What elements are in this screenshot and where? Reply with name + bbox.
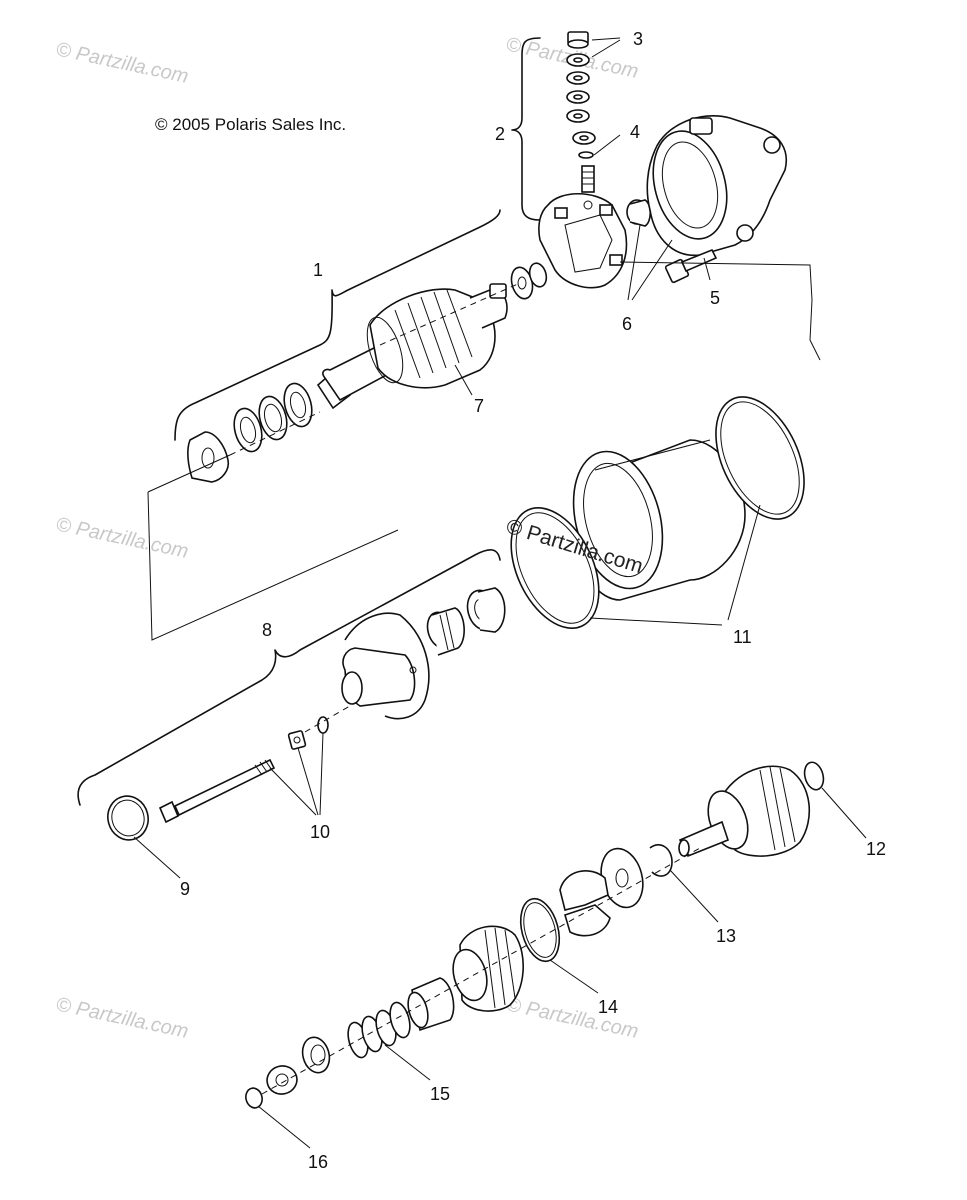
circlip	[245, 1087, 263, 1109]
assembly-outline	[147, 261, 821, 641]
callout-7: 7	[474, 396, 484, 416]
copyright-text: © 2005 Polaris Sales Inc.	[155, 115, 346, 134]
leader-lines	[133, 37, 867, 1149]
snap-ring	[649, 844, 673, 877]
callout-1: 1	[313, 260, 323, 280]
lock-plate	[187, 431, 230, 483]
armature-washers-bottom	[233, 382, 313, 453]
callout-2: 2	[495, 124, 505, 144]
pinion-sleeve	[407, 977, 455, 1032]
bushing	[626, 199, 652, 227]
armature	[316, 283, 508, 410]
callout-12: 12	[866, 839, 886, 859]
through-bolt-washer	[287, 730, 307, 750]
watermark: © Partzilla.com	[54, 513, 190, 563]
axis-line	[261, 847, 701, 1095]
ball-bearing	[466, 587, 506, 633]
callout-11: 11	[733, 627, 752, 647]
callout-13: 13	[716, 926, 736, 946]
callout-10: 10	[310, 822, 330, 842]
callout-3: 3	[633, 29, 643, 49]
needle-bearing	[426, 607, 465, 656]
pinion-gear-shaft	[678, 765, 811, 858]
front-cover	[341, 612, 430, 720]
stop-collar	[301, 1036, 331, 1074]
clutch-stopper	[559, 870, 611, 937]
watermark: © Partzilla.com	[54, 993, 190, 1043]
bracket-8	[77, 549, 501, 806]
callout-4: 4	[630, 122, 640, 142]
yoke-housing	[572, 439, 746, 601]
callout-16: 16	[308, 1152, 328, 1172]
pinion-spring	[347, 1001, 411, 1059]
rear-end-cover	[646, 115, 787, 257]
callout-8: 8	[262, 620, 272, 640]
o-ring-front	[510, 507, 600, 629]
callout-labels: 1 2 3 4 5 6 7 8 9 10 11 12 13 14 15 16	[180, 29, 886, 1172]
bracket-2	[511, 37, 541, 221]
callout-14: 14	[598, 997, 618, 1017]
callout-5: 5	[710, 288, 720, 308]
brush-holder-plate	[538, 193, 628, 289]
callout-9: 9	[180, 879, 190, 899]
watermark: © Partzilla.com	[504, 993, 640, 1043]
callout-15: 15	[430, 1084, 450, 1104]
axis-line	[304, 702, 356, 733]
overrunning-clutch-gear	[452, 925, 525, 1012]
thrust-washer	[803, 761, 825, 791]
bracket-1	[174, 209, 501, 441]
callout-6: 6	[622, 314, 632, 334]
watermark: © Partzilla.com	[54, 38, 190, 88]
through-bolt	[158, 758, 276, 824]
o-ring-front-cover	[107, 795, 149, 841]
terminal-bolt	[581, 165, 595, 193]
axis-line	[229, 411, 321, 456]
terminal-nut-washer-stack	[566, 31, 596, 159]
stop-washer	[266, 1065, 298, 1095]
axis-line	[379, 282, 521, 346]
armature-washers-top	[510, 262, 548, 300]
o-ring-rear	[715, 396, 805, 520]
